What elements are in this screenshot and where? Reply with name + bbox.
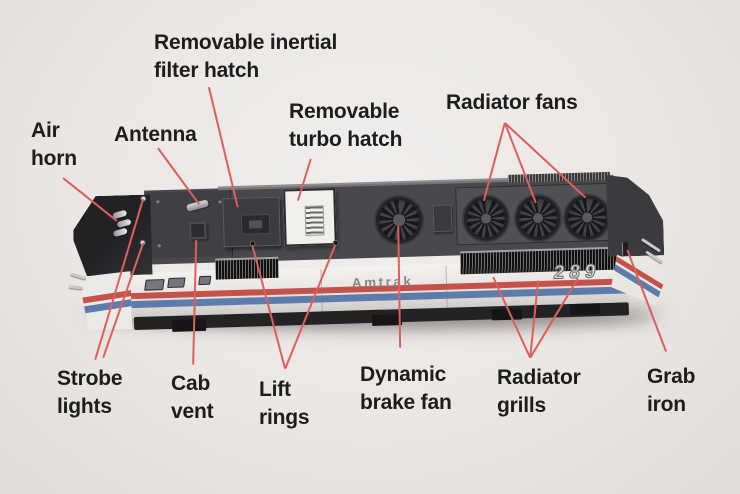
label-line: filter hatch: [154, 59, 259, 82]
label-line: Removable: [289, 100, 400, 123]
label-air-horn: Air horn: [31, 117, 77, 173]
label-line: vent: [171, 400, 214, 423]
label-line: Antenna: [114, 123, 197, 146]
label-dynamic-brake-fan: Dynamic brake fan: [360, 361, 452, 417]
cab-window: [144, 279, 165, 291]
roof-screw: [218, 200, 222, 204]
label-line: Strobe: [57, 367, 123, 390]
label-grab-iron: Grab iron: [647, 363, 695, 419]
label-radiator-grills: Radiator grills: [497, 364, 581, 420]
label-lift-rings: Lift rings: [259, 376, 310, 432]
label-line: Radiator: [497, 366, 581, 389]
hatch-latch: [249, 220, 263, 229]
label-line: brake fan: [360, 391, 452, 414]
truck-frame: [569, 303, 600, 316]
operator-marking: Amtrak: [351, 273, 414, 291]
label-strobe-lights: Strobe lights: [57, 365, 123, 421]
label-line: grills: [497, 394, 546, 417]
label-line: lights: [57, 395, 112, 418]
label-line: turbo hatch: [289, 128, 403, 151]
cab-window: [167, 277, 186, 289]
label-line: horn: [31, 147, 77, 170]
label-inertial-filter-hatch: Removable inertial filter hatch: [154, 29, 337, 85]
label-line: Grab: [647, 365, 696, 388]
truck-frame: [171, 318, 207, 332]
roof-screw: [157, 244, 161, 248]
label-line: Lift: [259, 378, 291, 401]
hatch-recess: [240, 213, 271, 235]
fuel-tank: [371, 314, 403, 326]
cab-window: [198, 275, 212, 286]
label-line: Radiator fans: [446, 91, 578, 114]
label-line: Removable inertial: [154, 31, 338, 54]
locomotive-photo: Amtrak 289: [68, 165, 672, 338]
label-line: rings: [259, 406, 310, 429]
roof-screw: [156, 200, 160, 204]
inertial-filter-hatch-part: [222, 196, 281, 248]
label-line: Air: [31, 119, 60, 142]
cab-vent-part: [189, 221, 207, 240]
label-antenna: Antenna: [114, 121, 197, 149]
label-radiator-fans: Radiator fans: [446, 89, 578, 117]
road-number: 289: [552, 261, 602, 284]
label-line: Cab: [171, 372, 211, 395]
label-cab-vent: Cab vent: [171, 370, 214, 426]
front-grab-iron: [68, 284, 84, 290]
label-turbo-hatch: Removable turbo hatch: [289, 98, 402, 154]
rear-hood: [606, 173, 664, 257]
turbo-hatch-part: [283, 188, 337, 247]
roof-box: [432, 204, 453, 233]
front-grab-iron: [70, 272, 87, 280]
label-line: Dynamic: [360, 363, 447, 386]
turbo-hatch-vent: [304, 205, 325, 236]
label-line: iron: [647, 393, 686, 416]
radiator-grill-front: [215, 256, 279, 280]
